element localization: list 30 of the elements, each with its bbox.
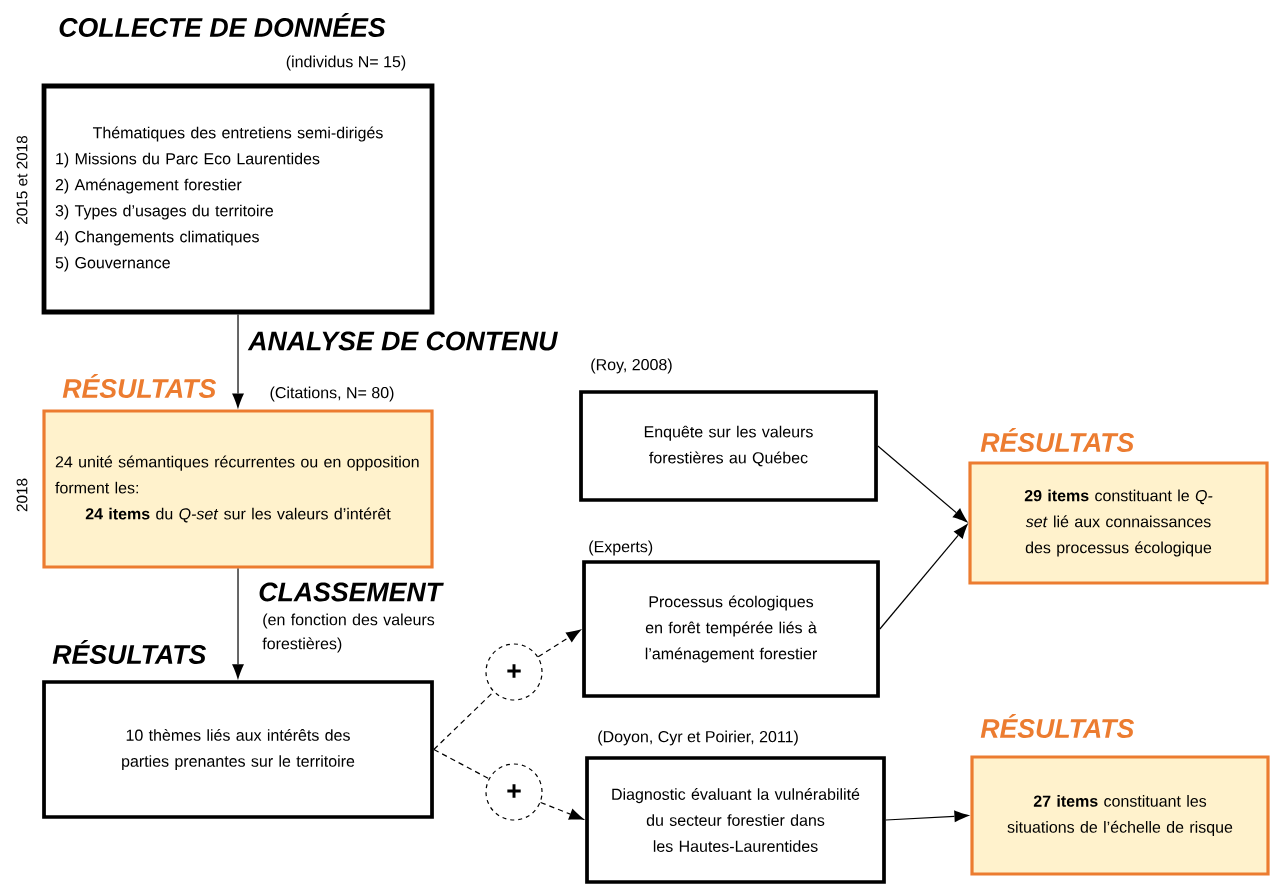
section-heading: COLLECTE DE DONNÉES: [59, 13, 386, 37]
year-label: 2015 et 2018: [16, 135, 28, 224]
year-label: 2018: [16, 478, 28, 512]
result-box: 24 unité sémantiques récurrentes ou en opposition forment les: 24 items du Q-set sur les valeurs d’intérêt: [42, 409, 434, 569]
note: (individus N= 15): [286, 55, 406, 71]
section-heading: RÉSULTATS: [980, 714, 1135, 738]
arrow: [232, 568, 244, 681]
section-heading: ANALYSE DE CONTENU: [247, 331, 558, 351]
section-heading: RÉSULTATS: [980, 428, 1135, 452]
arrow: [879, 523, 969, 630]
process-box: Thématiques des entretiens semi-dirigés 1) Missions du Parc Eco Laurentides 2) Aménagement forestier 3) Types d’usages du territoire 4) Changements climatiques 5) Gouvernance: [41, 83, 435, 315]
arrow: [537, 629, 583, 658]
result-box: 27 items constituant les situations de l’échelle de risque: [970, 755, 1270, 876]
arrow: [540, 801, 586, 820]
note: (Experts): [589, 540, 653, 556]
result-box: 29 items constituant le Q-set lié aux connaissances des processus écologique: [968, 461, 1269, 585]
section-heading: RÉSULTATS: [52, 640, 207, 664]
arrow: [885, 810, 971, 823]
note: (Citations, N= 80): [270, 386, 394, 402]
note: (Doyon, Cyr et Poirier, 2011): [598, 730, 798, 746]
section-heading: RÉSULTATS: [62, 374, 217, 398]
process-box: Enquête sur les valeurs forestières au Québec: [579, 390, 878, 502]
arrow: [232, 313, 244, 410]
note: (en fonction des valeurs forestières): [262, 613, 435, 653]
process-box: Processus écologiques en forêt tempérée liés à l’aménagement forestier: [582, 560, 880, 698]
note: (Roy, 2008): [591, 358, 672, 374]
process-box: 10 thèmes liés aux intérêts des parties prenantes sur le territoire: [42, 680, 434, 819]
arrow: [877, 445, 969, 523]
process-box: Diagnostic évaluant la vulnérabilité du secteur forestier dans les Hautes-Laurentides: [585, 756, 886, 884]
section-heading: CLASSEMENT: [259, 582, 444, 602]
